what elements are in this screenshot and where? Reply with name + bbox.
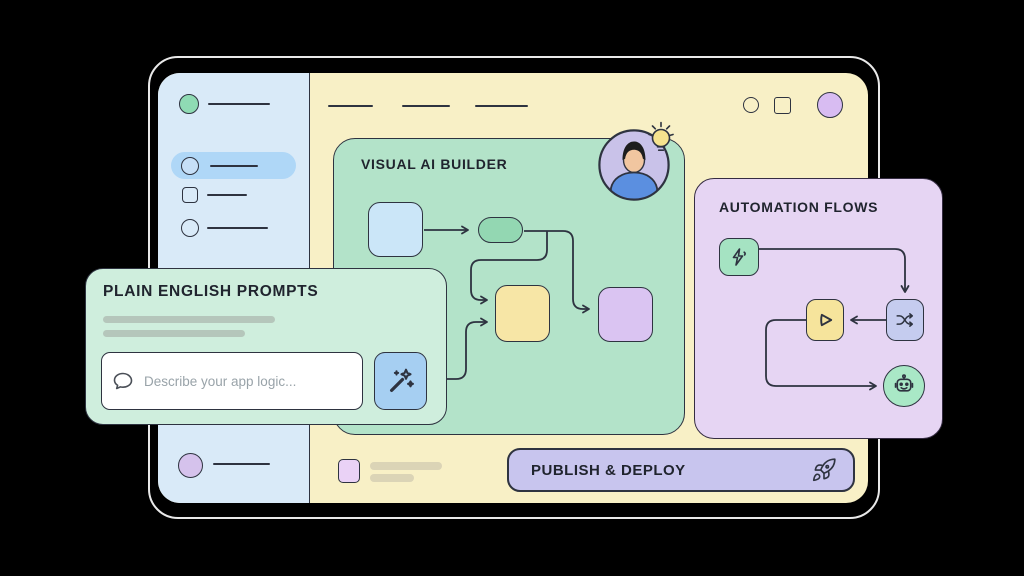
automation-trigger-node[interactable] bbox=[719, 238, 759, 276]
sidebar bbox=[158, 73, 310, 503]
publish-deploy-label: PUBLISH & DEPLOY bbox=[531, 461, 686, 479]
robot-icon bbox=[891, 373, 917, 399]
magic-wand-button[interactable] bbox=[374, 352, 427, 410]
dot-filled-green-icon bbox=[179, 94, 199, 114]
sidebar-item-4[interactable] bbox=[158, 213, 309, 243]
dot-outline-icon bbox=[181, 219, 199, 237]
skeleton-line bbox=[370, 474, 414, 482]
menu-item-dash-2[interactable] bbox=[402, 105, 450, 108]
flow-node-output[interactable] bbox=[598, 287, 653, 342]
skeleton-line bbox=[103, 316, 275, 323]
speech-bubble-icon bbox=[112, 370, 134, 392]
skeleton-line bbox=[370, 462, 442, 470]
dot-outline-icon bbox=[181, 156, 199, 175]
sidebar-item-label-line bbox=[213, 463, 270, 466]
automation-flows-panel: AUTOMATION FLOWS bbox=[694, 178, 943, 439]
prompts-card-title: PLAIN ENGLISH PROMPTS bbox=[103, 283, 319, 300]
flow-node-action[interactable] bbox=[495, 285, 550, 342]
prompt-input-box[interactable] bbox=[101, 352, 363, 410]
user-avatar-icon[interactable] bbox=[598, 129, 670, 201]
circle-filled-icon[interactable] bbox=[817, 92, 843, 118]
skeleton-line bbox=[103, 330, 245, 337]
lightning-icon bbox=[729, 247, 749, 267]
sidebar-item-2-active[interactable] bbox=[171, 152, 296, 179]
automation-route-node[interactable] bbox=[886, 299, 924, 341]
menu-item-dash-3[interactable] bbox=[475, 105, 528, 108]
menu-item-dash-1[interactable] bbox=[328, 105, 373, 108]
publish-deploy-button[interactable]: PUBLISH & DEPLOY bbox=[507, 448, 855, 492]
sidebar-item-label-line bbox=[208, 103, 270, 106]
sidebar-item-3[interactable] bbox=[158, 181, 309, 211]
publish-thumbnail-square[interactable] bbox=[338, 459, 360, 483]
plain-english-prompts-card: PLAIN ENGLISH PROMPTS bbox=[85, 268, 447, 425]
sidebar-item-label-line bbox=[210, 164, 258, 167]
sidebar-item-label-line bbox=[207, 227, 268, 230]
sidebar-item-label-line bbox=[207, 194, 247, 197]
magic-wand-icon bbox=[386, 366, 416, 396]
shuffle-icon bbox=[894, 309, 916, 331]
square-outline-icon bbox=[182, 187, 198, 203]
automation-bot-node[interactable] bbox=[883, 365, 925, 407]
automation-run-node[interactable] bbox=[806, 299, 844, 341]
automation-panel-title: AUTOMATION FLOWS bbox=[719, 199, 879, 215]
flow-node-step-pill[interactable] bbox=[478, 217, 523, 243]
play-icon bbox=[814, 309, 836, 331]
lightbulb-icon bbox=[644, 117, 678, 157]
dot-filled-purple-icon bbox=[178, 453, 203, 478]
builder-panel-title: VISUAL AI BUILDER bbox=[361, 156, 508, 172]
sidebar-item-1[interactable] bbox=[158, 89, 309, 119]
circle-outline-icon[interactable] bbox=[743, 97, 759, 113]
rocket-icon bbox=[811, 457, 837, 483]
square-outline-icon[interactable] bbox=[774, 97, 791, 114]
prompt-input[interactable] bbox=[142, 372, 352, 390]
sidebar-item-5[interactable] bbox=[158, 451, 309, 481]
flow-node-input[interactable] bbox=[368, 202, 423, 257]
